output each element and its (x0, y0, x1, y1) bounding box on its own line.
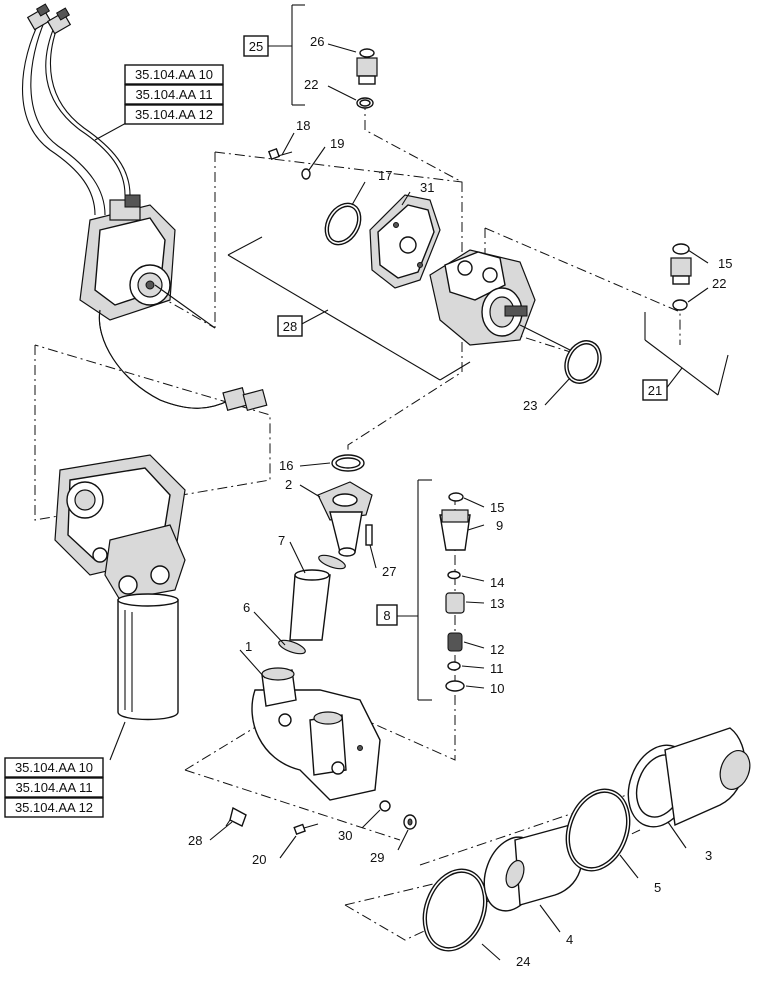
callout-14[interactable]: 14 (490, 575, 504, 590)
callout-24[interactable]: 24 (516, 954, 530, 969)
callout-22[interactable]: 22 (712, 276, 726, 291)
callout-15-lower[interactable]: 15 (490, 500, 504, 515)
manifold-housing-1 (251, 667, 381, 801)
group-label-21[interactable]: 21 (648, 383, 662, 398)
callout-4[interactable]: 4 (566, 932, 573, 947)
callout-29[interactable]: 28 (188, 833, 202, 848)
group-label-28[interactable]: 28 (283, 319, 297, 334)
pump-with-filter-illustration (54, 454, 186, 761)
gear-pump (429, 249, 581, 356)
callout-5[interactable]: 5 (654, 880, 661, 895)
reference-bottom-2[interactable]: 35.104.AA 11 (15, 780, 92, 795)
callout-11[interactable]: 11 (490, 661, 504, 676)
fitting-group-25 (356, 48, 378, 109)
callout-6[interactable]: 6 (243, 600, 250, 615)
callout-23[interactable]: 23 (523, 398, 537, 413)
callout-30[interactable]: 29 (370, 850, 384, 865)
callout-27[interactable]: 27 (382, 564, 396, 579)
callout-numbers: 1 2 3 4 5 6 7 9 10 11 12 13 14 15 15 16 … (188, 34, 732, 969)
callout-19[interactable]: 19 (330, 136, 344, 151)
bolt-washer-oring (267, 147, 362, 246)
callout-3[interactable]: 3 (705, 848, 712, 863)
callout-9[interactable]: 9 (496, 518, 503, 533)
callout-16[interactable]: 16 (279, 458, 293, 473)
reference-bottom-1[interactable]: 35.104.AA 10 (15, 760, 93, 775)
callout-32[interactable]: 31 (420, 180, 434, 195)
callout-17[interactable]: 17 (378, 168, 392, 183)
reference-bottom-3[interactable]: 35.104.AA 12 (15, 800, 93, 815)
small-hardware (225, 800, 417, 836)
reference-list-top: 35.104.AA 10 35.104.AA 11 35.104.AA 12 (94, 64, 224, 141)
callout-2[interactable]: 2 (285, 477, 292, 492)
group-brackets (227, 4, 729, 701)
fitting-group-21 (670, 243, 692, 311)
reference-top-2[interactable]: 35.104.AA 11 (135, 87, 212, 102)
reference-top-3[interactable]: 35.104.AA 12 (135, 107, 213, 122)
group-label-boxes: 25 28 21 8 (243, 35, 668, 626)
group-label-8[interactable]: 8 (383, 608, 390, 623)
relief-valve-group-8 (439, 492, 471, 692)
callout-20[interactable]: 20 (252, 852, 266, 867)
group-label-25[interactable]: 25 (249, 39, 263, 54)
callout-7[interactable]: 7 (278, 533, 285, 548)
reference-list-bottom: 35.104.AA 10 35.104.AA 11 35.104.AA 12 (4, 757, 104, 818)
inlet-tube-assembly (278, 454, 373, 655)
callout-15[interactable]: 15 (718, 256, 732, 271)
callout-10[interactable]: 10 (490, 681, 504, 696)
adapter-plate-32 (369, 194, 441, 289)
callout-13[interactable]: 13 (490, 596, 504, 611)
callout-22-top[interactable]: 22 (304, 77, 318, 92)
pump-with-hoses-illustration (22, 3, 268, 412)
strainer-assembly (422, 727, 751, 952)
callout-18[interactable]: 18 (296, 118, 310, 133)
callout-1[interactable]: 1 (245, 639, 252, 654)
callout-26[interactable]: 26 (310, 34, 324, 49)
oring-23 (564, 340, 602, 384)
callout-12[interactable]: 12 (490, 642, 504, 657)
callout-31[interactable]: 30 (338, 828, 352, 843)
reference-top-1[interactable]: 35.104.AA 10 (135, 67, 213, 82)
callout-leaders (209, 43, 709, 961)
